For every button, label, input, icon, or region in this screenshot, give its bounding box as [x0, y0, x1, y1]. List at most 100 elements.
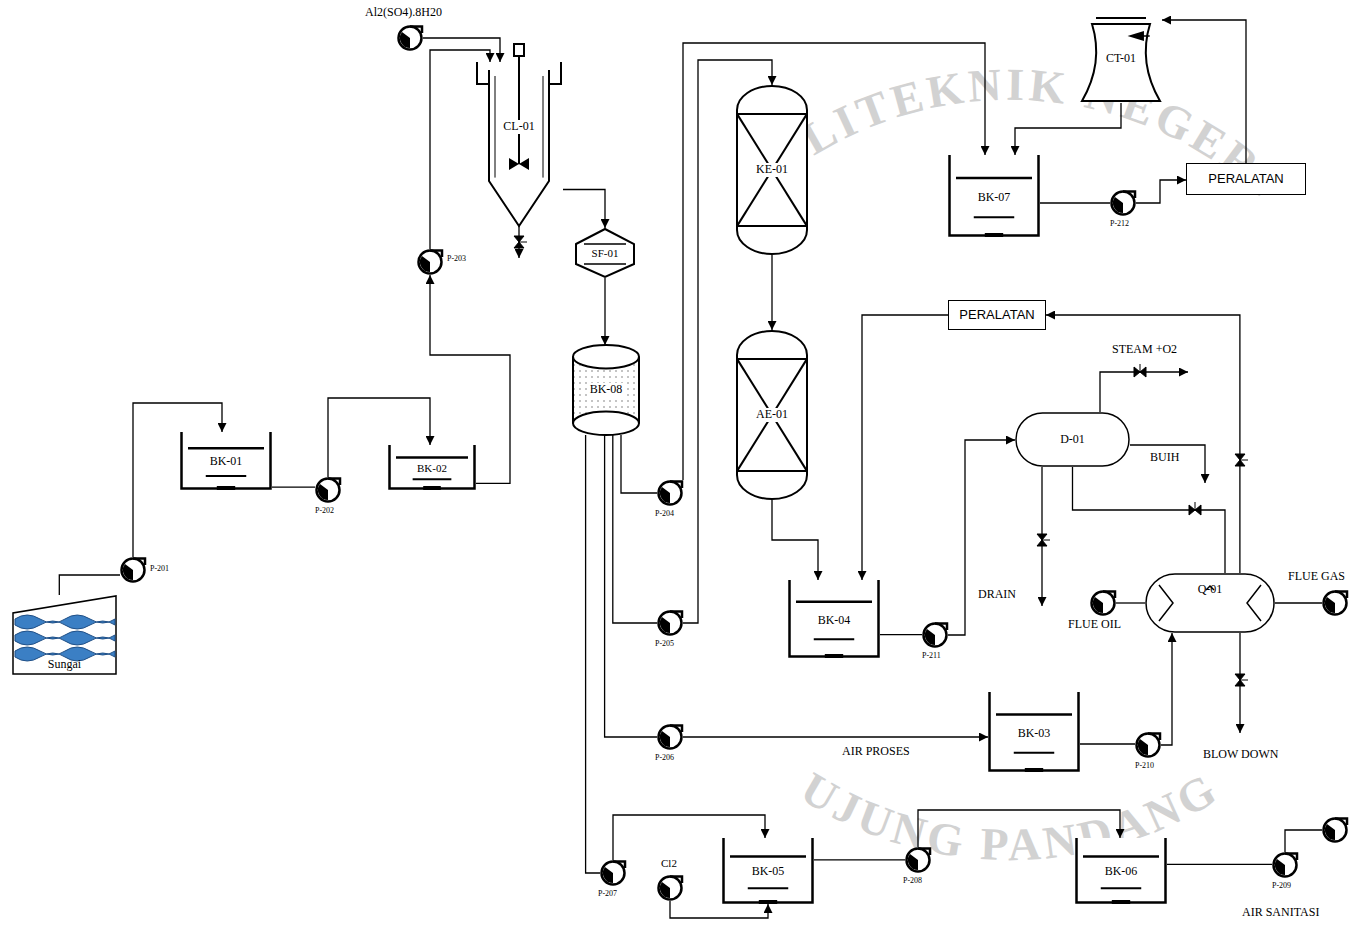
equipment-tag: P-203 — [447, 255, 466, 264]
pipe-connector — [772, 500, 818, 580]
pump-symbol-outline — [922, 622, 948, 648]
pipe-connector — [880, 634, 922, 635]
equipment-tag: P-205 — [655, 640, 674, 649]
pipe-connector — [1167, 864, 1272, 865]
storage-tank: BK-02 — [388, 445, 476, 490]
pipe-connector — [563, 190, 605, 229]
pump-symbol: Cl2 — [657, 875, 683, 901]
pipe-connector — [430, 50, 490, 249]
storage-tank: BK-01 — [180, 432, 272, 490]
pipe-connector — [1046, 315, 1240, 573]
equipment-tag: P-212 — [1110, 220, 1129, 229]
equipment-label: Q-01 — [1198, 583, 1223, 597]
filtered-water-tank: BK-08 — [572, 345, 640, 435]
valve — [1037, 534, 1050, 546]
stream-label: AIR PROSES — [840, 745, 912, 759]
equipment-tag: FLUE OIL — [1068, 618, 1121, 631]
stream-label: BUIH — [1150, 451, 1179, 465]
pump-symbol-outline — [1090, 590, 1116, 616]
pump-symbol-outline — [905, 847, 931, 873]
exchanger-column: KE-01 — [736, 85, 808, 255]
pipe-connector — [814, 859, 905, 860]
equipment-tag: P-208 — [903, 877, 922, 886]
equipment-label: BK-03 — [1018, 727, 1051, 741]
equipment-tag: P-202 — [315, 507, 334, 516]
clarifier-vessel: CL-01 — [475, 62, 563, 232]
deaerator-drum: D-01 — [1015, 412, 1130, 467]
equipment-tag: P-204 — [655, 510, 674, 519]
pipe-connector — [1080, 743, 1135, 744]
equipment-tag: P-201 — [150, 565, 169, 574]
pipe-connector — [1040, 202, 1110, 203]
pipe-connector — [613, 435, 657, 623]
equipment-box: PERALATAN — [1186, 163, 1306, 195]
pump-symbol: P-210 — [1135, 732, 1161, 758]
pipe-connector — [1275, 602, 1322, 603]
boiler-vessel: Q-01 — [1145, 573, 1275, 633]
pump-symbol-outline — [417, 249, 443, 275]
equipment-tag: FLUE GAS — [1288, 570, 1345, 583]
boiler-vessel-outline — [1145, 573, 1275, 633]
clarifier-vessel-outline — [475, 62, 563, 232]
pump-symbol: P-201 — [120, 557, 146, 583]
valve — [514, 236, 527, 248]
pump-symbol: FLUE GAS — [1322, 590, 1348, 616]
pipe-connector — [1136, 180, 1186, 203]
pipe-connector — [604, 278, 605, 345]
pump-symbol: P-204 — [657, 480, 683, 506]
steam-line — [1100, 372, 1188, 412]
pump-symbol-outline — [1322, 590, 1348, 616]
pipe-connector — [683, 43, 985, 480]
pipe-connector — [771, 255, 772, 330]
pump-symbol: P-207 — [600, 860, 626, 886]
equipment-label: CL-01 — [501, 120, 536, 134]
pump-symbol — [1324, 819, 1348, 842]
pipe-connector — [1116, 602, 1145, 603]
equipment-label: CT-01 — [1104, 52, 1138, 66]
pump-symbol: P-208 — [905, 847, 931, 873]
pump-symbol-outline — [657, 610, 683, 636]
equipment-label: BK-08 — [588, 383, 625, 397]
pump-symbol-outline — [657, 724, 683, 750]
equipment-label: KE-01 — [754, 163, 790, 177]
equipment-label: BK-06 — [1105, 865, 1138, 879]
pipe-connector — [862, 315, 948, 580]
storage-tank: BK-05 — [722, 838, 814, 904]
equipment-label: SF-01 — [592, 247, 619, 260]
sanitation-line — [1285, 830, 1322, 852]
equipment-tag: P-207 — [598, 890, 617, 899]
valve — [1134, 364, 1146, 377]
pump-symbol-outline — [120, 557, 146, 583]
exchanger-column: AE-01 — [736, 330, 808, 500]
equipment-tag: P-210 — [1135, 762, 1154, 771]
pipe-connector — [948, 440, 1015, 635]
equipment-tag: P-211 — [922, 652, 941, 661]
valve — [1235, 674, 1248, 686]
sand-filter: SF-01 — [575, 228, 635, 278]
equipment-label: PERALATAN — [959, 308, 1034, 323]
stream-label: AIR SANITASI — [1242, 906, 1319, 920]
valves — [514, 236, 1248, 686]
pipe-connector — [1015, 103, 1121, 155]
equipment-tag: Cl2 — [661, 857, 677, 869]
foam-line — [1130, 445, 1205, 483]
pump-symbol: P-205 — [657, 610, 683, 636]
equipment-label: BK-05 — [752, 865, 785, 879]
storage-tank: BK-07 — [948, 155, 1040, 237]
pipe-connector — [1162, 20, 1246, 163]
storage-tank: BK-06 — [1075, 838, 1167, 904]
equipment-label: BK-04 — [818, 614, 851, 628]
pump-symbol-outline — [1135, 732, 1161, 758]
pump-symbol: P-202 — [315, 477, 341, 503]
pump-symbol-outline — [657, 875, 683, 901]
equipment-label: D-01 — [1060, 433, 1085, 447]
pump-symbol: FLUE OIL — [1090, 590, 1116, 616]
pump-symbol-outline — [657, 480, 683, 506]
pipe-connector — [272, 486, 315, 487]
utility-lines — [519, 226, 1322, 852]
pump-symbol: Al2(SO4).8H20 — [397, 25, 423, 51]
stream-label: DRAIN — [978, 588, 1016, 602]
valve — [1189, 502, 1201, 515]
storage-tank: BK-03 — [988, 692, 1080, 772]
